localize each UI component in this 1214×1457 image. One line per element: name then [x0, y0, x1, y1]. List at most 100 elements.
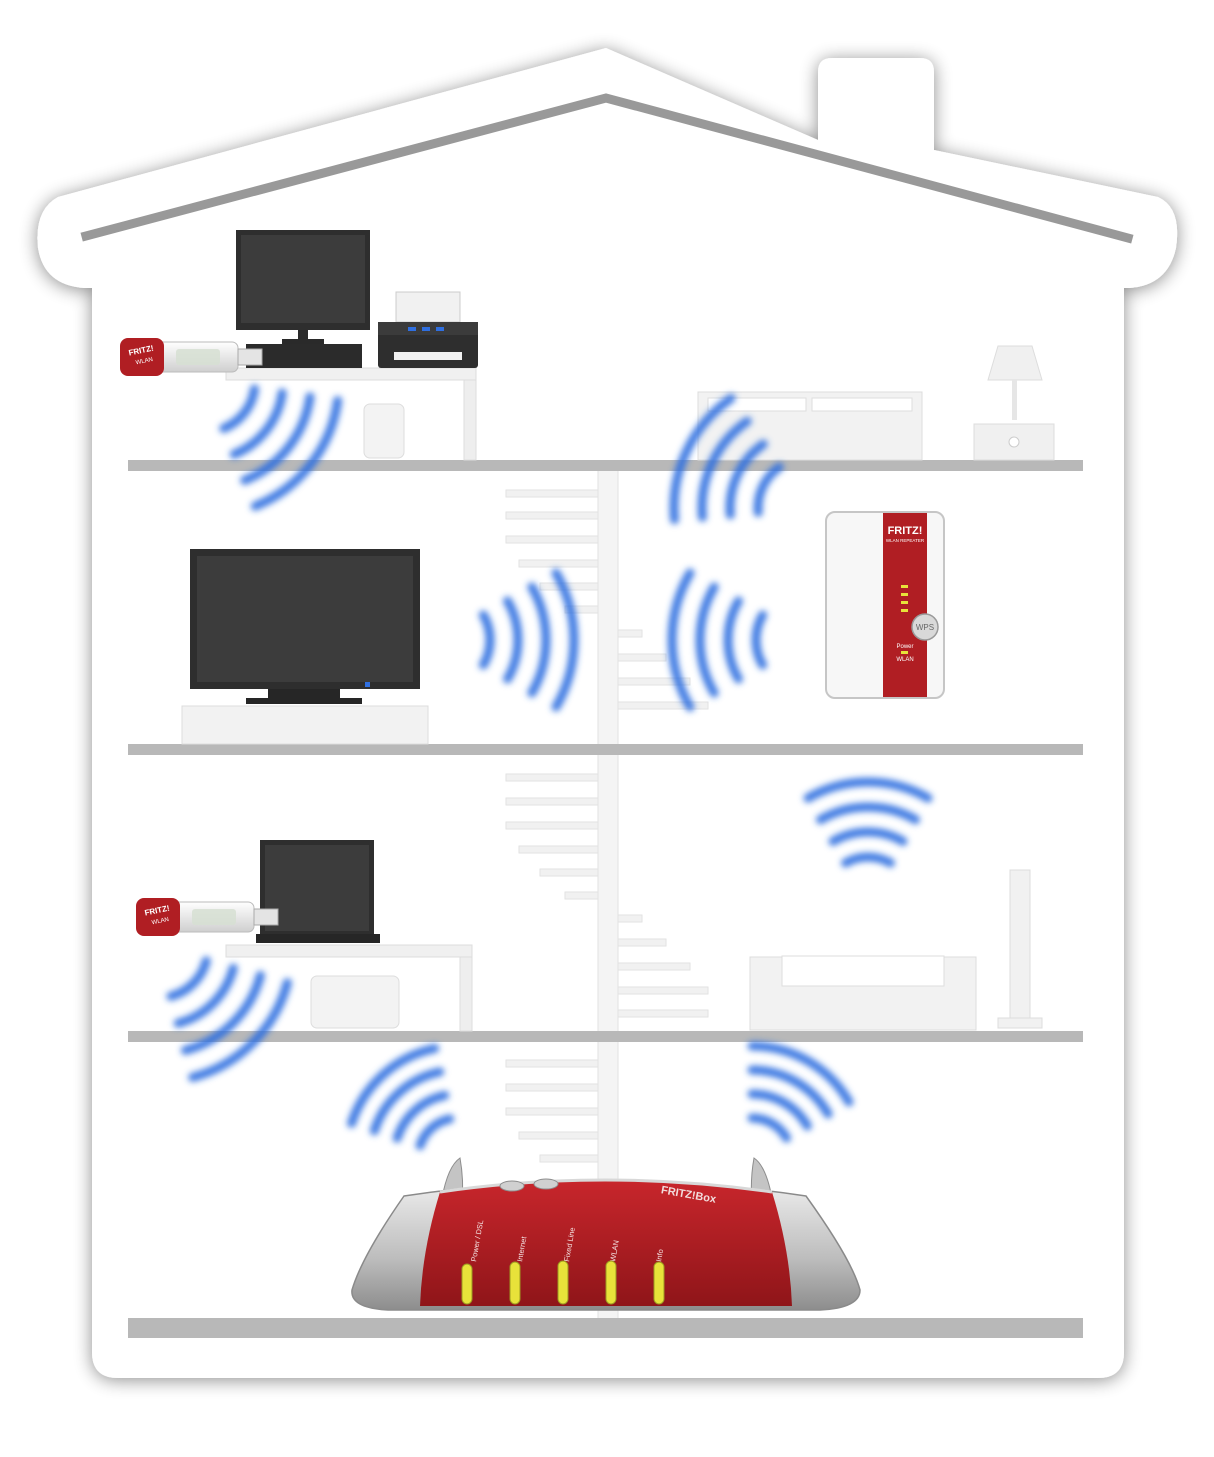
stair-step: [617, 986, 709, 995]
roof-line: [80, 93, 1134, 244]
desk-leg: [459, 956, 473, 1032]
wifi-arc: [392, 1090, 450, 1143]
router-top-edge: [439, 1178, 773, 1194]
signal-repeater-to-bedroom: [669, 393, 784, 525]
stair-step: [617, 962, 691, 971]
lamp-shade: [987, 345, 1043, 381]
wifi-arc: [816, 802, 920, 825]
repeater-led: [901, 651, 908, 654]
printer: [378, 291, 478, 368]
stair-step: [518, 559, 599, 568]
wifi-arc: [347, 1043, 440, 1128]
wifi-arc: [173, 963, 238, 1028]
floor-lamp: [997, 869, 1043, 1029]
desk-lower-floor: [225, 944, 473, 1032]
repeater-brand: FRITZ!: [888, 525, 923, 537]
stair-step: [505, 1107, 599, 1116]
desk-surface: [225, 944, 473, 958]
wifi-arc: [747, 1089, 812, 1131]
repeater-power-label: Power: [896, 644, 913, 650]
monitor-foot: [282, 339, 324, 344]
stair-step: [617, 938, 667, 947]
repeater-led: [901, 593, 908, 596]
usb-wlan-stick-top: FRITZ! WLAN: [120, 338, 263, 376]
wifi-signals: [166, 384, 933, 1151]
stair-step: [505, 535, 599, 544]
tv-stand-neck: [268, 689, 340, 699]
stair-step: [617, 914, 643, 923]
wifi-arc: [219, 384, 259, 433]
wifi-arc: [667, 568, 695, 712]
wifi-arc: [723, 596, 743, 684]
wifi-arc: [229, 388, 287, 459]
stair-step: [505, 1083, 599, 1092]
stair-step: [505, 773, 599, 782]
pc-tower: [363, 403, 405, 459]
router-led-wlan: [605, 1260, 617, 1305]
television: [181, 549, 429, 745]
signal-from-lower-usb-stick: [166, 956, 292, 1082]
printer-tray: [394, 352, 462, 360]
wlan-repeater: FRITZ! WLAN REPEATER WPS Power WLAN: [825, 511, 945, 699]
sofa: [749, 955, 977, 1031]
printer-button: [408, 327, 416, 331]
wifi-arc: [478, 610, 495, 670]
stair-step: [518, 1131, 599, 1140]
tv-stand-base: [246, 698, 362, 704]
repeater-red-stripe: [883, 513, 927, 697]
floor-lamp-shade: [1009, 869, 1031, 1019]
wifi-arc: [415, 1114, 455, 1151]
stair-step: [505, 511, 599, 520]
stair-step: [564, 605, 599, 614]
monitor-screen: [241, 235, 365, 323]
stair-step: [617, 677, 691, 686]
wps-button: [911, 613, 939, 641]
printer-button: [422, 327, 430, 331]
wifi-arc: [803, 777, 933, 803]
laptop-screen: [265, 845, 369, 931]
wifi-arc: [828, 827, 908, 846]
desk-leg: [463, 379, 477, 461]
tv-power-led: [365, 682, 370, 687]
router-led-label-wlan: WLAN: [608, 1239, 621, 1262]
wifi-arc: [725, 439, 768, 520]
fritzbox-router: FRITZ!Box Power / DSL Internet Fixed Lin…: [351, 1157, 861, 1311]
floors: [128, 460, 1083, 1338]
wifi-arc: [188, 978, 292, 1082]
laptop-base: [256, 934, 380, 943]
router-button: [499, 1180, 525, 1192]
signal-router-left-antenna: [347, 1043, 455, 1151]
usb-connector: [253, 908, 279, 926]
floor-lamp-base: [997, 1017, 1043, 1029]
wifi-arc: [841, 852, 895, 868]
printer-paper: [395, 291, 461, 323]
floor-middle: [128, 744, 1083, 755]
usb-stick-model: WLAN: [135, 357, 153, 366]
usb-connector: [237, 348, 263, 366]
wifi-arc: [503, 596, 523, 684]
router-led-power: [461, 1263, 473, 1305]
wifi-arc: [747, 1065, 833, 1119]
signal-from-top-usb-stick: [219, 384, 343, 511]
usb-stick-cap: [136, 898, 180, 936]
nightstand-knob: [1008, 436, 1020, 448]
wps-label: WPS: [916, 623, 934, 632]
wifi-arc: [753, 462, 784, 517]
stair-step: [505, 797, 599, 806]
wifi-arc: [751, 610, 768, 670]
stair-step: [617, 629, 643, 638]
usb-stick-circuit: [176, 349, 220, 365]
desktop-computer: [236, 230, 370, 368]
nightstand-lamp: [973, 345, 1055, 461]
signal-router-right-antenna: [747, 1041, 854, 1143]
usb-stick-model: WLAN: [151, 917, 169, 926]
usb-stick-cap: [120, 338, 164, 376]
wifi-arc: [250, 396, 343, 511]
floor-ground: [128, 1318, 1083, 1338]
repeater-wlan-label: WLAN: [896, 657, 913, 663]
floor-lower: [128, 1031, 1083, 1042]
wifi-arc: [240, 392, 315, 485]
bed-pillow: [811, 397, 913, 412]
stair-step: [617, 653, 667, 662]
